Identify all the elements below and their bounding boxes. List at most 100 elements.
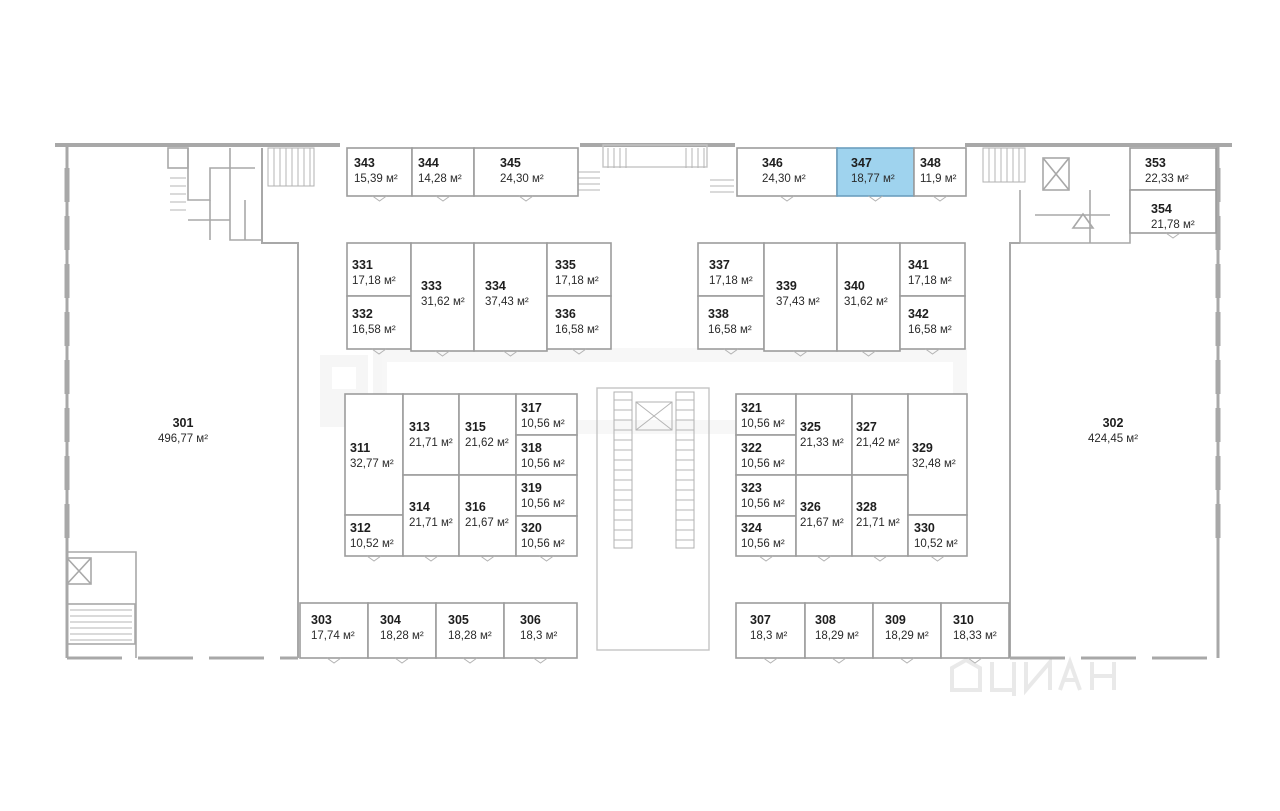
room-326-number: 326	[800, 500, 821, 514]
room-319[interactable]	[515, 474, 578, 517]
room-304[interactable]	[367, 602, 437, 659]
room-326[interactable]	[795, 474, 853, 557]
staircase-bottom-left	[70, 609, 132, 641]
room-319-number: 319	[521, 481, 542, 495]
room-305[interactable]	[435, 602, 505, 659]
room-333-number: 333	[421, 279, 442, 293]
room-346-number: 346	[762, 156, 783, 170]
room-323[interactable]	[735, 474, 797, 517]
room-329-number: 329	[912, 441, 933, 455]
room-303-area: 17,74 м²	[311, 630, 355, 642]
room-353[interactable]	[1129, 147, 1217, 191]
room-308[interactable]	[804, 602, 874, 659]
door-339	[793, 350, 808, 357]
room-348-area: 11,9 м²	[920, 173, 957, 185]
room-324[interactable]	[735, 515, 797, 557]
room-318[interactable]	[515, 434, 578, 476]
room-337[interactable]	[697, 242, 765, 297]
room-342-number: 342	[908, 307, 929, 321]
room-348[interactable]	[913, 147, 967, 197]
room-336-area: 16,58 м²	[555, 324, 599, 336]
room-316-number: 316	[465, 500, 486, 514]
room-303[interactable]	[299, 602, 369, 659]
room-324-number: 324	[741, 521, 762, 535]
room-339[interactable]	[763, 242, 838, 352]
room-334[interactable]	[473, 242, 548, 352]
room-322[interactable]	[735, 434, 797, 476]
room-322-area: 10,56 м²	[741, 458, 785, 470]
door-326	[816, 555, 832, 562]
room-338-number: 338	[708, 307, 729, 321]
door-346	[779, 195, 795, 202]
room-328[interactable]	[851, 474, 909, 557]
room-302-number: 302	[1103, 416, 1124, 430]
room-310[interactable]	[940, 602, 1010, 659]
room-306-number: 306	[520, 613, 541, 627]
room-342-area: 16,58 м²	[908, 324, 952, 336]
room-353-area: 22,33 м²	[1145, 173, 1189, 185]
room-335-area: 17,18 м²	[555, 275, 599, 287]
door-338	[723, 348, 739, 355]
room-334-area: 37,43 м²	[485, 296, 529, 308]
door-333	[435, 350, 450, 357]
room-330-area: 10,52 м²	[914, 538, 958, 550]
room-329[interactable]	[907, 393, 968, 516]
room-336-number: 336	[555, 307, 576, 321]
room-327[interactable]	[851, 393, 909, 476]
door-347	[868, 195, 883, 202]
room-344[interactable]	[411, 147, 475, 197]
room-346[interactable]	[736, 147, 838, 197]
room-341[interactable]	[899, 242, 966, 297]
room-347-number: 347	[851, 156, 872, 170]
room-341-area: 17,18 м²	[908, 275, 952, 287]
room-331[interactable]	[346, 242, 412, 297]
room-320[interactable]	[515, 515, 578, 557]
room-338[interactable]	[697, 295, 765, 350]
room-344-area: 14,28 м²	[418, 173, 462, 185]
room-305-number: 305	[448, 613, 469, 627]
room-331-number: 331	[352, 258, 373, 272]
room-330[interactable]	[907, 514, 968, 557]
room-310-number: 310	[953, 613, 974, 627]
room-343[interactable]	[346, 147, 413, 197]
room-316[interactable]	[458, 474, 517, 557]
room-354[interactable]	[1129, 189, 1217, 234]
door-309	[899, 657, 915, 664]
room-325[interactable]	[795, 393, 853, 476]
room-320-number: 320	[521, 521, 542, 535]
room-310-area: 18,33 м²	[953, 630, 997, 642]
room-334-number: 334	[485, 279, 506, 293]
room-332[interactable]	[346, 295, 412, 350]
room-340[interactable]	[836, 242, 901, 352]
room-314-number: 314	[409, 500, 430, 514]
room-315[interactable]	[458, 393, 517, 476]
room-340-number: 340	[844, 279, 865, 293]
room-343-number: 343	[354, 156, 375, 170]
door-307	[763, 657, 778, 664]
room-318-number: 318	[521, 441, 542, 455]
room-314[interactable]	[402, 474, 460, 557]
door-314	[423, 555, 439, 562]
room-317[interactable]	[515, 393, 578, 436]
room-313[interactable]	[402, 393, 460, 476]
room-308-number: 308	[815, 613, 836, 627]
door-342	[925, 348, 940, 355]
room-313-number: 313	[409, 420, 430, 434]
room-336[interactable]	[546, 295, 612, 350]
room-345[interactable]	[473, 147, 579, 197]
door-328	[872, 555, 888, 562]
room-331-area: 17,18 м²	[352, 275, 396, 287]
room-342[interactable]	[899, 295, 966, 350]
rooms-layer	[299, 147, 1217, 664]
room-321-area: 10,56 м²	[741, 418, 785, 430]
room-339-number: 339	[776, 279, 797, 293]
room-302-area: 424,45 м²	[1088, 433, 1138, 445]
room-307[interactable]	[735, 602, 806, 659]
room-332-area: 16,58 м²	[352, 324, 396, 336]
room-323-area: 10,56 м²	[741, 498, 785, 510]
room-347[interactable]	[836, 147, 915, 197]
room-306[interactable]	[503, 602, 578, 659]
room-301-number: 301	[173, 416, 194, 430]
room-345-number: 345	[500, 156, 521, 170]
